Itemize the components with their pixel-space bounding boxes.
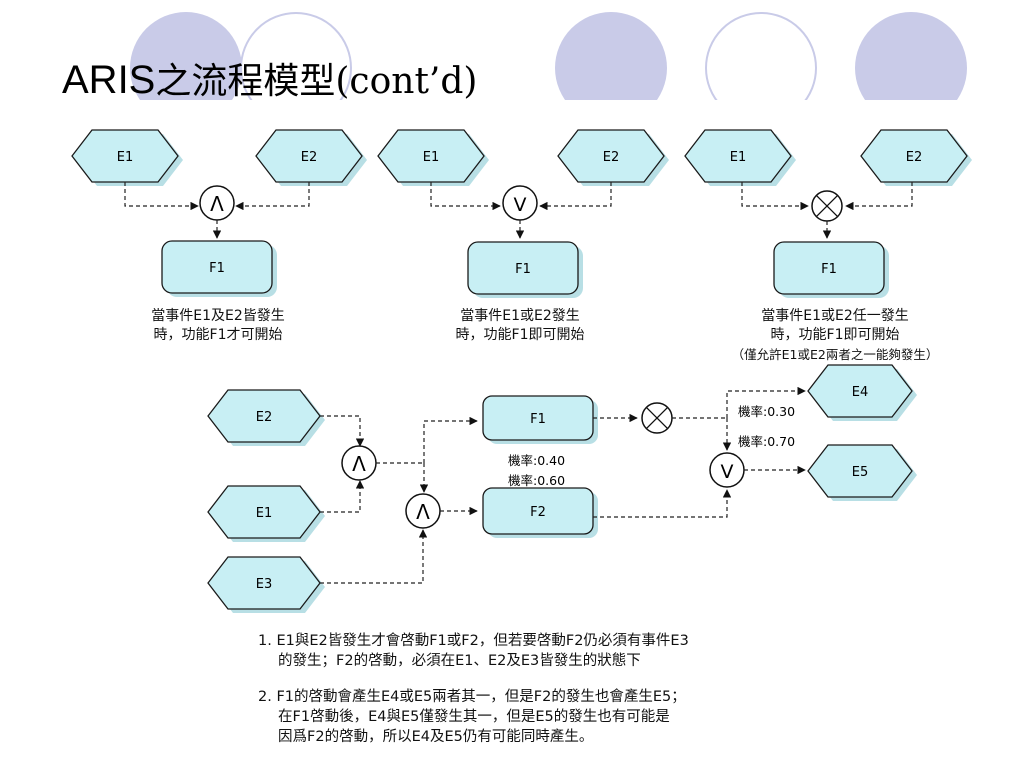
- and-connector-1: Λ: [341, 445, 377, 481]
- xor-connector: [811, 190, 843, 222]
- or-symbol: V: [514, 194, 527, 216]
- and-symbol: Λ: [210, 192, 224, 216]
- slide-title: ARIS之流程模型(cont’d): [62, 52, 477, 104]
- event-label: E1: [730, 150, 747, 165]
- event-label: E2: [256, 410, 273, 425]
- function-f1: F1: [467, 241, 583, 298]
- and-symbol: Λ: [352, 452, 366, 476]
- caption-line: 當事件E1或E2任一發生: [761, 308, 909, 324]
- and-symbol: Λ: [416, 500, 430, 524]
- event-e2: E2: [860, 129, 972, 186]
- or-connector: V: [502, 185, 538, 221]
- event-label: E1: [256, 506, 273, 521]
- note-line: 因爲F2的啓動，所以E4及E5仍有可能同時產生。: [278, 729, 594, 745]
- probability-label: 機率:0.70: [738, 434, 795, 449]
- event-e1: E1: [71, 129, 183, 186]
- caption-line: 時，功能F1即可開始: [455, 327, 585, 343]
- or-connector: V: [709, 452, 745, 488]
- event-e2: E2: [255, 129, 367, 186]
- note-line: 2. F1的啓動會產生E4或E5兩者其一，但是F2的發生也會產生E5；: [258, 689, 686, 705]
- event-label: E3: [256, 577, 273, 592]
- function-label: F2: [530, 505, 546, 520]
- caption-or: 當事件E1或E2發生 時，功能F1即可開始: [430, 307, 610, 345]
- function-label: F1: [821, 262, 837, 277]
- event-e1: E1: [377, 129, 489, 186]
- function-f2: F2: [482, 487, 598, 538]
- event-label: E4: [852, 385, 869, 400]
- function-label: F1: [530, 412, 546, 427]
- caption-line: 時，功能F1才可開始: [153, 327, 283, 343]
- event-e4: E4: [807, 364, 917, 421]
- and-connector-2: Λ: [405, 493, 441, 529]
- or-symbol: V: [721, 461, 734, 483]
- note-2: 2. F1的啓動會產生E4或E5兩者其一，但是F2的發生也會產生E5； 在F1啓…: [258, 687, 686, 747]
- function-f1: F1: [482, 395, 598, 444]
- caption-line: （僅允許E1或E2兩者之一能夠發生）: [731, 347, 939, 362]
- function-f1: F1: [773, 241, 889, 298]
- and-example: E1 E2 Λ F1: [71, 129, 367, 297]
- probability-label: 機率:0.40: [508, 453, 565, 468]
- caption-line: 當事件E1及E2皆發生: [151, 308, 285, 324]
- caption-and: 當事件E1及E2皆發生 時，功能F1才可開始: [128, 307, 308, 345]
- caption-line: 時，功能F1即可開始: [770, 327, 900, 343]
- note-1: 1. E1與E2皆發生才會啓動F1或F2，但若要啓動F2仍必須有事件E3 的發生…: [258, 631, 689, 671]
- note-line: 在F1啓動後，E4與E5僅發生其一，但是E5的發生也有可能是: [278, 709, 670, 725]
- caption-line: 當事件E1或E2發生: [460, 308, 580, 324]
- event-e5: E5: [807, 444, 917, 501]
- probability-label: 機率:0.30: [738, 404, 795, 419]
- probability-label: 機率:0.60: [508, 473, 565, 488]
- event-label: E5: [852, 465, 869, 480]
- event-e2: E2: [207, 389, 325, 446]
- event-label: E2: [603, 150, 620, 165]
- event-e2: E2: [557, 129, 669, 186]
- xor-connector: [641, 402, 673, 434]
- function-label: F1: [209, 261, 225, 276]
- function-f1: F1: [161, 240, 277, 297]
- event-e1: E1: [684, 129, 796, 186]
- combined-flow: E2 E1 E3 Λ Λ: [207, 364, 917, 613]
- event-label: E2: [906, 150, 923, 165]
- title-suffix: (cont’d): [335, 61, 478, 102]
- event-e3: E3: [207, 556, 325, 613]
- xor-example: E1 E2 F1: [684, 129, 972, 298]
- event-e1: E1: [207, 485, 325, 542]
- function-label: F1: [515, 262, 531, 277]
- note-line: 1. E1與E2皆發生才會啓動F1或F2，但若要啓動F2仍必須有事件E3: [258, 633, 689, 649]
- event-label: E1: [117, 150, 134, 165]
- note-line: 的發生；F2的啓動，必須在E1、E2及E3皆發生的狀態下: [278, 653, 641, 669]
- event-label: E2: [301, 150, 318, 165]
- and-connector: Λ: [199, 185, 235, 221]
- event-label: E1: [423, 150, 440, 165]
- title-latin: ARIS: [62, 58, 156, 102]
- or-example: E1 E2 V F1: [377, 129, 669, 298]
- caption-xor: 當事件E1或E2任一發生 時，功能F1即可開始 （僅允許E1或E2兩者之一能夠發…: [700, 307, 970, 364]
- title-cjk: 之流程模型: [155, 61, 336, 102]
